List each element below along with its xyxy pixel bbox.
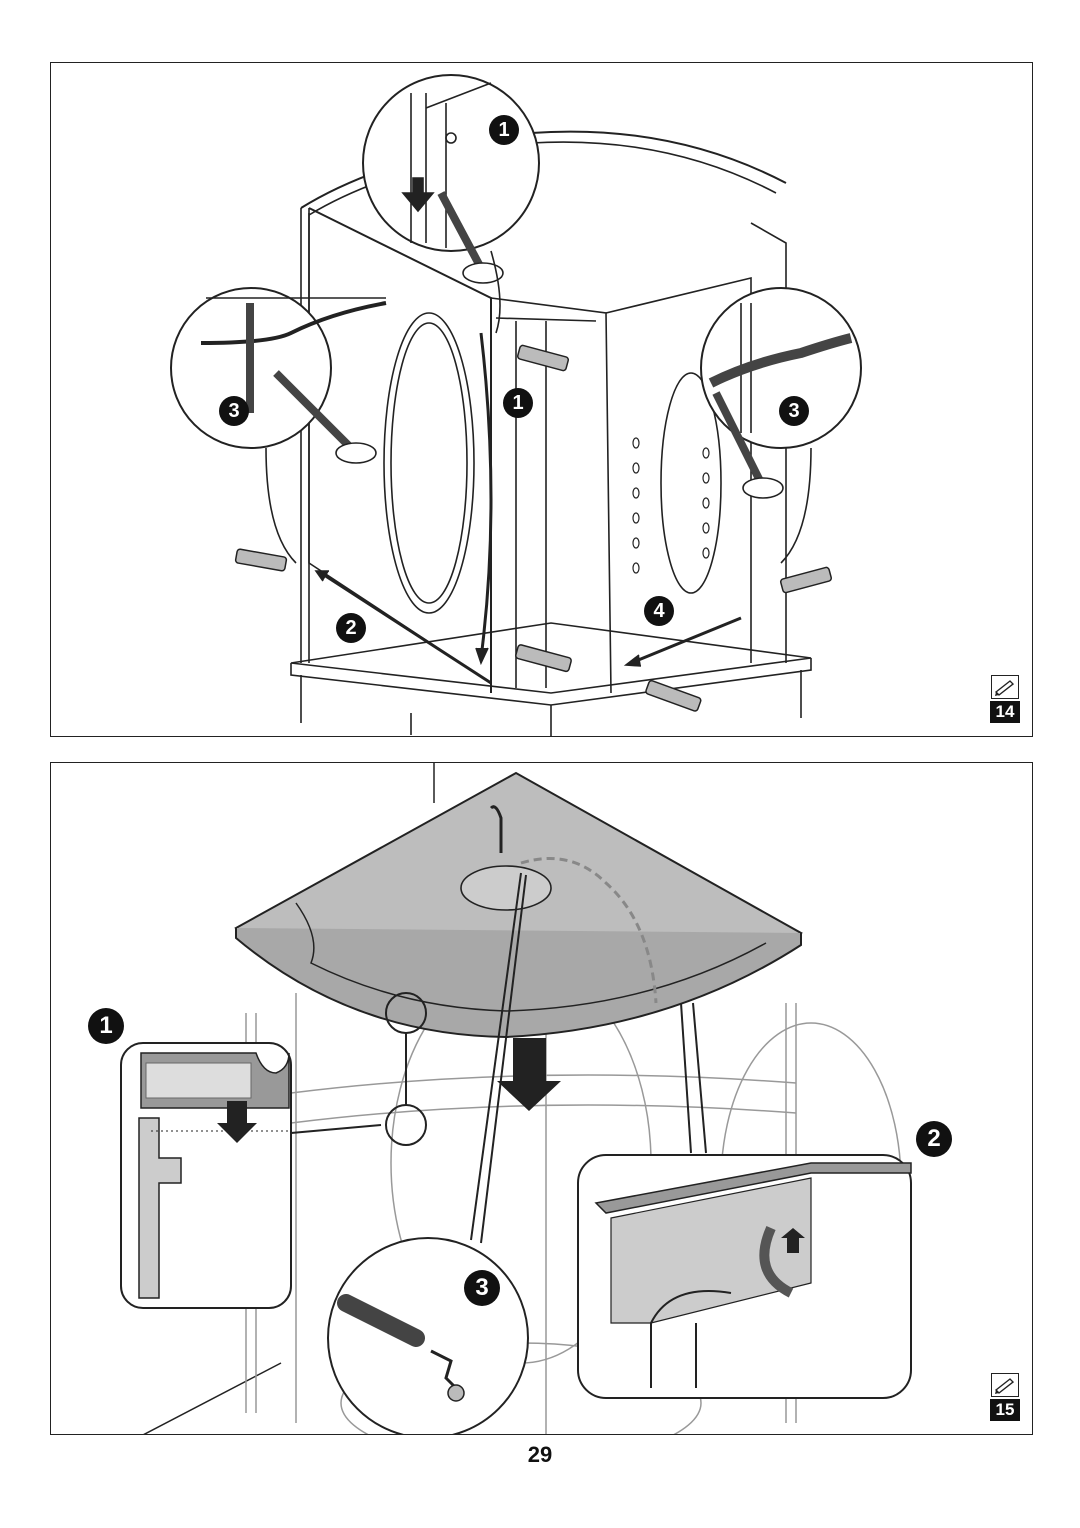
pencil-icon [991, 675, 1019, 699]
step-4-badge: 4 [644, 596, 674, 626]
step-3-badge: 3 [219, 396, 249, 426]
figure-number: 15 [990, 1399, 1020, 1421]
step-3-badge: 3 [464, 1270, 500, 1306]
figure-14-illustration [170, 74, 862, 736]
figure-number: 14 [990, 701, 1020, 723]
figure-15-label: 15 [990, 1373, 1020, 1421]
step-2-badge: 2 [336, 613, 366, 643]
step-1-badge: 1 [88, 1008, 124, 1044]
page-number: 29 [527, 1442, 553, 1467]
step-2-badge: 2 [916, 1121, 952, 1157]
step-1-badge: 1 [503, 388, 533, 418]
pencil-icon [991, 1373, 1019, 1397]
figure-15-panel: 1 2 3 15 [50, 762, 1033, 1435]
figure-14-label: 14 [990, 675, 1020, 723]
figure-15-illustration [120, 763, 912, 1434]
step-3-badge: 3 [779, 396, 809, 426]
figure-14-panel: 1 1 2 3 3 4 14 [50, 62, 1033, 737]
step-1-badge: 1 [489, 115, 519, 145]
